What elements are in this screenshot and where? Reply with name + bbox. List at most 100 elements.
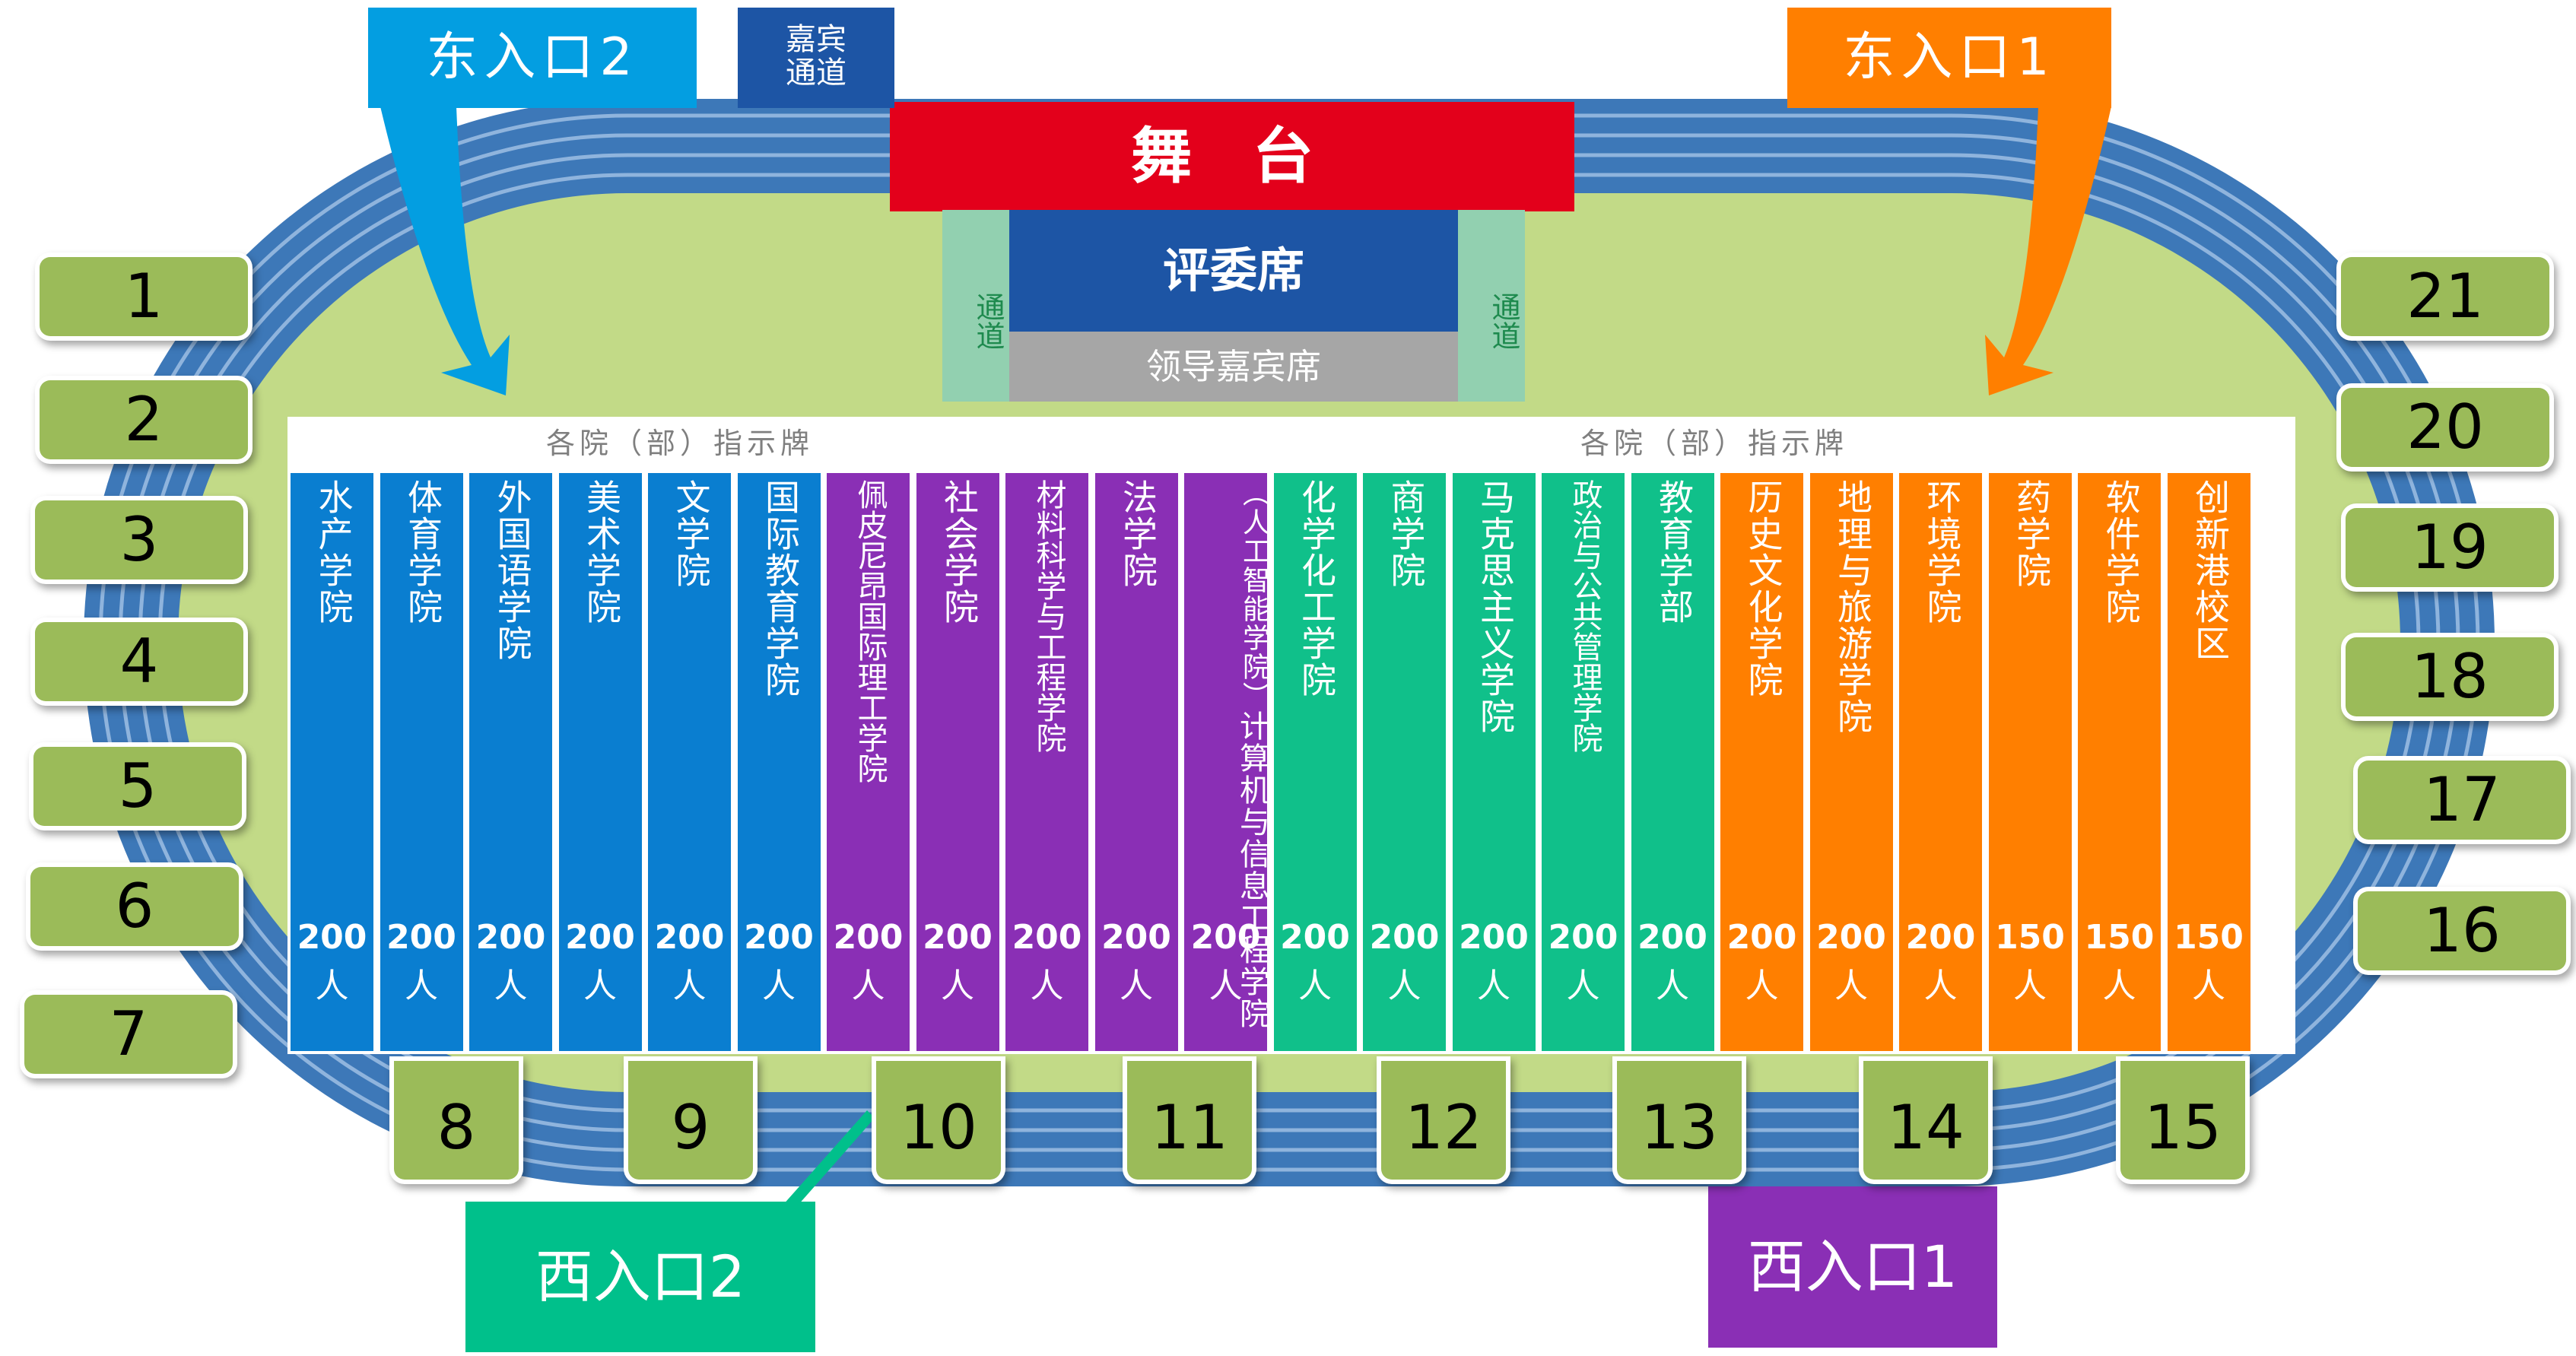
college-count-unit: 人	[2013, 967, 2047, 1005]
vip-seats: 领导嘉宾席	[1009, 332, 1458, 402]
college-name: 化学化工学院	[1296, 479, 1337, 698]
college-column: 体育学院 200 人	[380, 473, 463, 1051]
college-count-unit: 人	[1745, 967, 1779, 1005]
college-column: 社会学院 200 人	[916, 473, 999, 1051]
college-count-unit: 人	[941, 967, 974, 1005]
college-name: 历史文化学院	[1742, 479, 1784, 698]
college-name: 药学院	[2011, 479, 2052, 589]
aisle-right: 通道	[1458, 210, 1525, 402]
college-count-unit: 人	[1566, 967, 1600, 1005]
seat-zone-box: 21	[2341, 257, 2549, 336]
college-name: 材料科学与工程学院	[1031, 479, 1066, 753]
entrance-west-1: 西入口1	[1708, 1186, 1997, 1348]
seat-zone-box: 4	[35, 622, 243, 701]
college-name: 马克思主义学院	[1475, 479, 1516, 735]
guest-passage: 嘉宾 通道	[738, 8, 894, 108]
college-count-unit: 人	[405, 967, 438, 1005]
judges-seats: 评委席	[1009, 210, 1458, 332]
college-column: 佩皮尼昂国际理工学院 200 人	[827, 473, 910, 1051]
college-count-unit: 人	[1834, 967, 1868, 1005]
college-column: 化学化工学院 200 人	[1273, 473, 1357, 1051]
college-count: 150	[1995, 918, 2065, 957]
college-count: 200	[1280, 918, 1350, 957]
seat-zone-box: 7	[24, 995, 233, 1074]
entrance-east-1: 东入口1	[1787, 8, 2111, 108]
college-count-unit: 人	[1120, 967, 1153, 1005]
seat-zone-box: 11	[1127, 1061, 1252, 1180]
college-name: 国际教育学院	[760, 479, 801, 698]
college-name: 文学院	[670, 479, 712, 589]
college-count-unit: 人	[1477, 967, 1510, 1005]
college-count-unit: 人	[1298, 967, 1332, 1005]
seat-zone-box: 18	[2346, 637, 2554, 716]
college-name: 商学院	[1385, 479, 1427, 589]
college-count: 200	[1101, 918, 1171, 957]
seat-zone-box: 5	[33, 747, 242, 826]
college-count: 200	[475, 918, 546, 957]
college-name: 美术学院	[581, 479, 622, 625]
seat-zone-box: 14	[1863, 1061, 1988, 1180]
college-count: 150	[2174, 918, 2244, 957]
college-count: 200	[1726, 918, 1797, 957]
stage: 舞 台	[890, 102, 1574, 211]
college-count: 200	[1548, 918, 1618, 957]
college-column: 商学院 200 人	[1363, 473, 1446, 1051]
college-name: 法学院	[1117, 479, 1158, 589]
college-count-unit: 人	[2192, 967, 2225, 1005]
college-count-unit: 人	[1209, 967, 1243, 1005]
college-count: 200	[386, 918, 456, 957]
college-count: 200	[1459, 918, 1529, 957]
college-name: 体育学院	[402, 479, 443, 625]
entrance-west-2: 西入口2	[465, 1202, 815, 1352]
college-count: 200	[833, 918, 904, 957]
college-count-unit: 人	[1923, 967, 1958, 1005]
college-count: 200	[654, 918, 725, 957]
seat-zone-box: 8	[394, 1061, 519, 1180]
college-count-unit: 人	[2102, 967, 2136, 1005]
college-name-group: 计算机与信息工程学院（人工智能学院）	[1184, 479, 1269, 1030]
college-column: 马克思主义学院 200 人	[1452, 473, 1536, 1051]
college-count-unit: 人	[315, 967, 349, 1005]
college-column: 历史文化学院 200 人	[1720, 473, 1803, 1051]
college-column: 药学院 150 人	[1988, 473, 2072, 1051]
sign-caption-left: 各院（部）指示牌	[546, 427, 815, 460]
college-column: 法学院 200 人	[1094, 473, 1178, 1051]
college-name: 环境学院	[1921, 479, 1963, 625]
college-name: 教育学部	[1653, 479, 1695, 625]
college-name: 地理与旅游学院	[1832, 479, 1873, 735]
college-count: 200	[1369, 918, 1440, 957]
seat-zone-box: 15	[2120, 1061, 2245, 1180]
college-count-unit: 人	[851, 967, 885, 1005]
college-name: 软件学院	[2100, 479, 2142, 625]
college-count: 200	[1012, 918, 1082, 957]
sign-caption-right: 各院（部）指示牌	[1580, 427, 1849, 460]
seat-zone-box: 1	[40, 257, 248, 336]
seat-zone-box: 2	[40, 380, 248, 459]
college-name: 佩皮尼昂国际理工学院	[852, 479, 888, 783]
entrance-east-2: 东入口2	[368, 8, 697, 108]
college-name: 水产学院	[313, 479, 354, 625]
college-name: 外国语学院	[491, 479, 533, 662]
college-count: 200	[1816, 918, 1886, 957]
college-column: 环境学院 200 人	[1899, 473, 1982, 1051]
college-count: 150	[2084, 918, 2155, 957]
college-count: 200	[1905, 918, 1976, 957]
college-name: 社会学院	[939, 479, 980, 625]
arrow-east-1-icon	[1985, 106, 2111, 395]
college-count-unit: 人	[1387, 967, 1421, 1005]
college-column: 地理与旅游学院 200 人	[1809, 473, 1893, 1051]
college-name: 计算机与信息工程学院	[1234, 710, 1269, 1030]
seat-zone-box: 20	[2341, 388, 2549, 467]
college-count: 200	[923, 918, 993, 957]
seat-zone-box: 9	[628, 1061, 753, 1180]
college-count: 200	[744, 918, 814, 957]
seat-zone-box: 3	[35, 500, 243, 580]
